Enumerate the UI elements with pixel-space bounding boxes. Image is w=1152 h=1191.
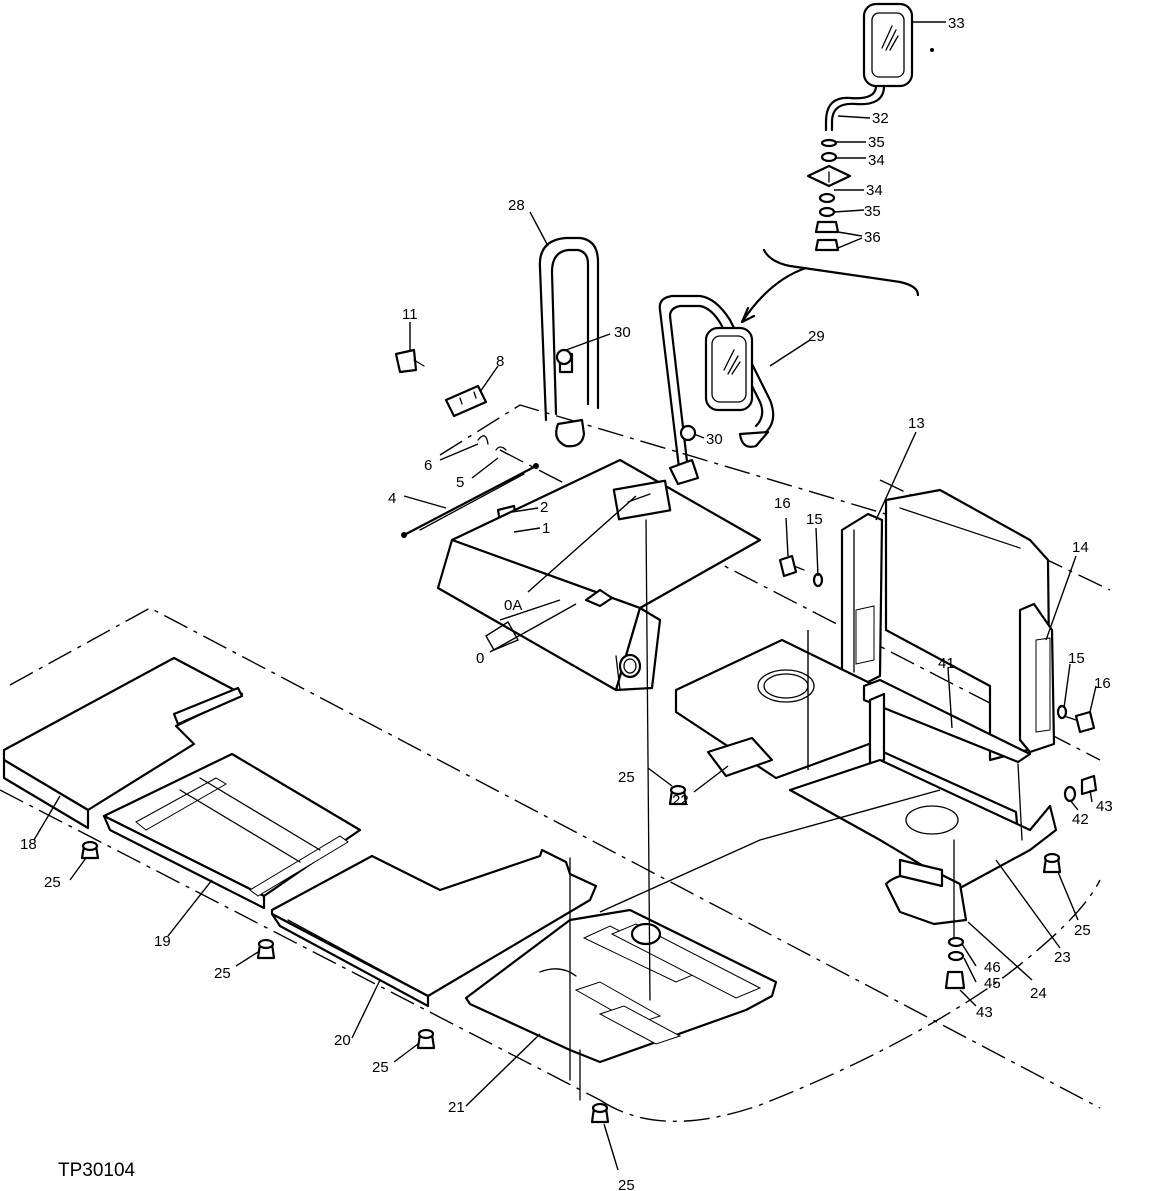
callout-1: 1	[542, 520, 550, 537]
callout-35-a: 35	[868, 134, 885, 151]
callout-29: 29	[808, 328, 825, 345]
callout-labels: 33 32 35 34 34 35 36 28 30 29 11 8 6 5 4…	[20, 15, 1113, 1191]
callout-25-c: 25	[214, 965, 231, 982]
callout-16-a: 16	[774, 495, 791, 512]
fastener-43-b	[944, 970, 966, 990]
callout-42: 42	[1072, 811, 1089, 828]
fastener-25-a	[668, 784, 688, 806]
callout-30-b: 30	[706, 431, 723, 448]
fastener-25-f	[1042, 852, 1062, 874]
callout-18: 18	[20, 836, 37, 853]
callout-23: 23	[1054, 949, 1071, 966]
bolt-16-b	[1063, 710, 1096, 734]
fastener-25-b	[80, 840, 100, 860]
mirror-assembly-33	[740, 2, 934, 324]
cab-frame	[674, 488, 1058, 941]
callout-35-b: 35	[864, 203, 881, 220]
callout-43-a: 43	[1096, 798, 1113, 815]
callout-8: 8	[496, 353, 504, 370]
callout-6: 6	[424, 457, 432, 474]
callout-16-b: 16	[1094, 675, 1111, 692]
fastener-43-a	[1080, 774, 1098, 796]
callout-30-a: 30	[614, 324, 631, 341]
handrail-29	[658, 294, 775, 486]
washer-15-b	[1056, 704, 1068, 720]
fastener-25-e	[590, 1102, 610, 1124]
callout-4: 4	[388, 490, 396, 507]
callout-33: 33	[948, 15, 965, 32]
washer-42	[1063, 785, 1077, 803]
callout-11: 11	[402, 306, 418, 323]
callout-45: 45	[984, 975, 1001, 992]
callout-25-f: 25	[1074, 922, 1091, 939]
callout-0A: 0A	[504, 597, 522, 614]
callout-0: 0	[476, 650, 484, 667]
figure-id: TP30104	[58, 1160, 136, 1181]
callout-19: 19	[154, 933, 171, 950]
callout-32: 32	[872, 110, 889, 127]
callout-22: 22	[672, 792, 689, 809]
callout-34-a: 34	[868, 152, 885, 169]
callout-14: 14	[1072, 539, 1089, 556]
callout-20: 20	[334, 1032, 351, 1049]
fastener-25-d	[416, 1028, 436, 1050]
washer-45	[947, 950, 965, 962]
callout-15-b: 15	[1068, 650, 1085, 667]
callout-28: 28	[508, 197, 525, 214]
callout-41: 41	[938, 655, 955, 672]
callout-13: 13	[908, 415, 925, 432]
callout-25-d: 25	[372, 1059, 389, 1076]
callout-25-b: 25	[44, 874, 61, 891]
callout-5: 5	[456, 474, 464, 491]
handrail-28	[538, 236, 600, 448]
leader-lines	[33, 21, 1097, 1171]
callout-21: 21	[448, 1099, 465, 1116]
callout-25-a: 25	[618, 769, 635, 786]
callout-15-a: 15	[806, 511, 823, 528]
callout-46: 46	[984, 959, 1001, 976]
fasteners	[80, 554, 1098, 1124]
fastener-25-c	[256, 938, 276, 960]
floor-plates	[2, 519, 941, 1101]
callout-34-b: 34	[866, 182, 883, 199]
washer-46	[947, 936, 965, 948]
callout-43-b: 43	[976, 1004, 993, 1021]
callout-2: 2	[540, 499, 548, 516]
callout-24: 24	[1030, 985, 1047, 1002]
callout-25-e: 25	[618, 1177, 635, 1191]
bolt-16-a	[778, 554, 805, 578]
storage-box	[436, 458, 762, 692]
callout-36: 36	[864, 229, 881, 246]
